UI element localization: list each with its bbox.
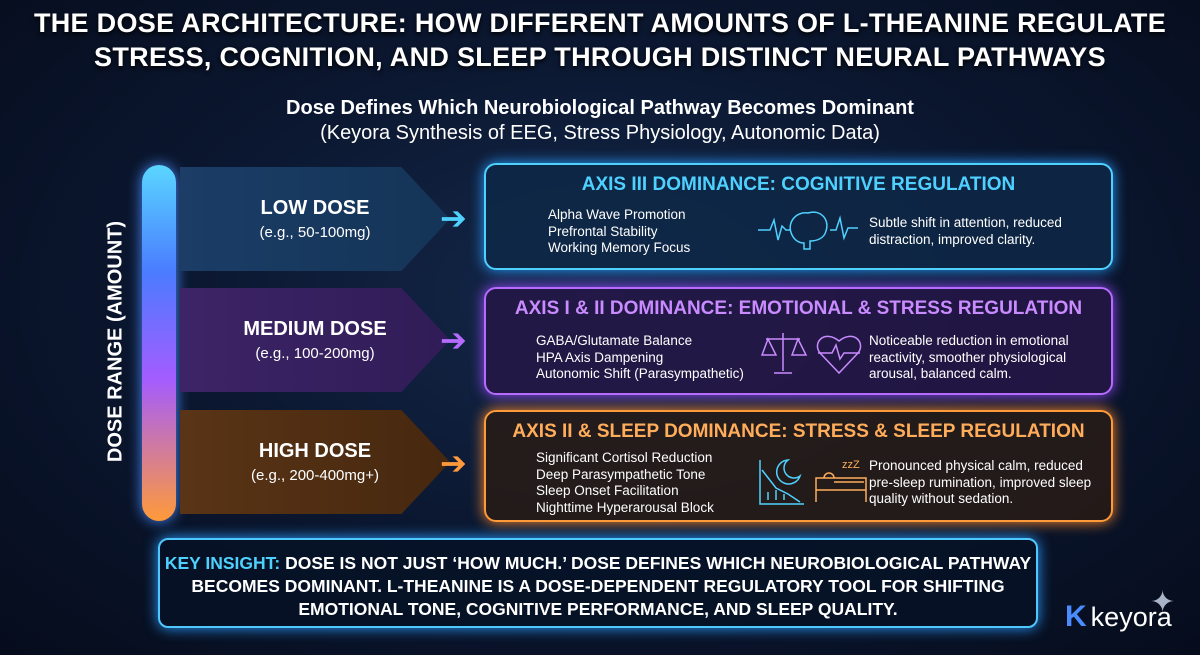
axis-title: AXIS III DOMINANCE: COGNITIVE REGULATION bbox=[581, 174, 1016, 195]
mechanism-item: Autonomic Shift (Parasympathetic) bbox=[536, 366, 744, 381]
mechanism-item: Alpha Wave Promotion bbox=[548, 207, 686, 222]
high-dose-arrow: HIGH DOSE (e.g., 200-400mg+) bbox=[180, 410, 450, 514]
sparkle-icon: ✦ bbox=[1150, 586, 1176, 619]
arrow-right-icon: ➔ bbox=[440, 445, 467, 481]
arrow-right-icon: ➔ bbox=[440, 322, 467, 358]
declining-chart-moon-icon bbox=[759, 459, 804, 505]
svg-text:zzZ: zzZ bbox=[842, 459, 860, 471]
low-dose-arrow: LOW DOSE (e.g., 50-100mg) bbox=[180, 167, 450, 271]
mechanism-item: Deep Parasympathetic Tone bbox=[536, 466, 706, 482]
heart-pulse-icon bbox=[816, 335, 862, 375]
mechanism-item: GABA/Glutamate Balance bbox=[536, 333, 693, 348]
effect-description: Pronounced physical calm, reduced pre-sl… bbox=[869, 458, 1092, 506]
dose-range: (e.g., 50-100mg) bbox=[259, 224, 371, 241]
insight-text: DOSE IS NOT JUST ‘HOW MUCH.’ DOSE DEFINE… bbox=[191, 553, 1032, 619]
mechanism-item: Significant Cortisol Reduction bbox=[536, 450, 713, 465]
medium-dose-arrow: MEDIUM DOSE (e.g., 100-200mg) bbox=[180, 288, 450, 392]
axis-emotional-box: AXIS I & II DOMINANCE: EMOTIONAL & STRES… bbox=[484, 287, 1113, 395]
mechanism-item: Nighttime Hyperarousal Block bbox=[536, 499, 714, 515]
brain-wave-icon bbox=[758, 211, 858, 250]
title-line-2: STRESS, COGNITION, AND SLEEP THROUGH DIS… bbox=[94, 42, 1106, 72]
subtitle-source: (Keyora Synthesis of EEG, Stress Physiol… bbox=[320, 122, 880, 144]
brand-name: keyora bbox=[1090, 601, 1172, 632]
axis-title: AXIS II & SLEEP DOMINANCE: STRESS & SLEE… bbox=[512, 421, 1085, 442]
dose-range: (e.g., 100-200mg) bbox=[255, 345, 375, 362]
dose-range: (e.g., 200-400mg+) bbox=[251, 467, 379, 484]
dose-name: HIGH DOSE bbox=[258, 440, 372, 462]
keyora-k-icon: K bbox=[1065, 600, 1087, 633]
dose-name: LOW DOSE bbox=[260, 197, 370, 219]
insight-label: KEY INSIGHT: bbox=[164, 553, 281, 573]
dose-range-label: DOSE RANGE (AMOUNT) bbox=[104, 220, 127, 463]
page-title: THE DOSE ARCHITECTURE: HOW DIFFERENT AMO… bbox=[0, 6, 1200, 74]
effect-description: Noticeable reduction in emotional reacti… bbox=[869, 333, 1069, 381]
arrow-right-icon: ➔ bbox=[440, 200, 467, 236]
scales-icon bbox=[760, 333, 808, 374]
axis-title: AXIS I & II DOMINANCE: EMOTIONAL & STRES… bbox=[514, 298, 1083, 319]
subtitle-main: Dose Defines Which Neurobiological Pathw… bbox=[286, 97, 914, 119]
dose-gradient-bar bbox=[142, 165, 176, 521]
sleeping-bed-icon: zzZ bbox=[815, 459, 867, 502]
axis-cognitive-box: AXIS III DOMINANCE: COGNITIVE REGULATION… bbox=[484, 163, 1113, 270]
key-insight-box: KEY INSIGHT: DOSE IS NOT JUST ‘HOW MUCH.… bbox=[158, 538, 1038, 628]
title-line-1: THE DOSE ARCHITECTURE: HOW DIFFERENT AMO… bbox=[33, 8, 1167, 38]
mechanism-item: Working Memory Focus bbox=[548, 240, 691, 255]
axis-sleep-box: AXIS II & SLEEP DOMINANCE: STRESS & SLEE… bbox=[484, 410, 1113, 522]
dose-name: MEDIUM DOSE bbox=[243, 318, 387, 340]
mechanism-item: HPA Axis Dampening bbox=[536, 349, 664, 365]
effect-description: Subtle shift in attention, reduced distr… bbox=[869, 215, 1062, 247]
mechanism-item: Prefrontal Stability bbox=[548, 223, 658, 239]
mechanism-item: Sleep Onset Facilitation bbox=[536, 483, 679, 498]
subtitle: Dose Defines Which Neurobiological Pathw… bbox=[0, 96, 1200, 146]
